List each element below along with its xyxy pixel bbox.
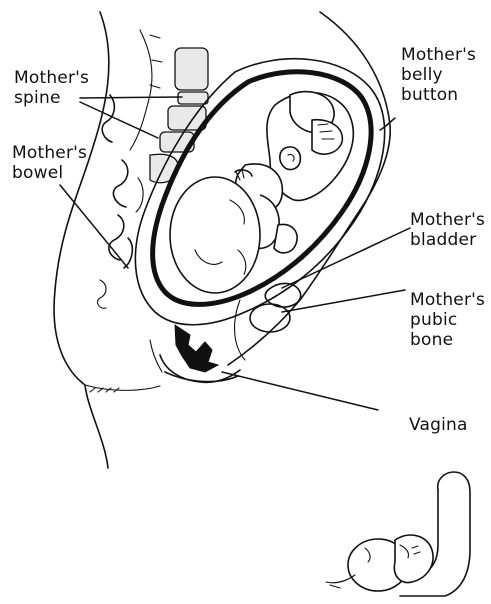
label-mothers-bowel: Mother's bowel [12, 143, 87, 183]
mother-spine [130, 30, 208, 183]
inset-baby-illustration [326, 472, 470, 596]
label-mothers-bladder: Mother's bladder [410, 210, 485, 250]
label-vagina: Vagina [409, 415, 468, 435]
label-mothers-spine: Mother's spine [14, 68, 89, 108]
label-mothers-pubic-bone: Mother's pubic bone [410, 290, 485, 350]
label-mothers-belly-button: Mother's belly button [401, 45, 476, 105]
mother-pubic-bone [235, 300, 290, 360]
